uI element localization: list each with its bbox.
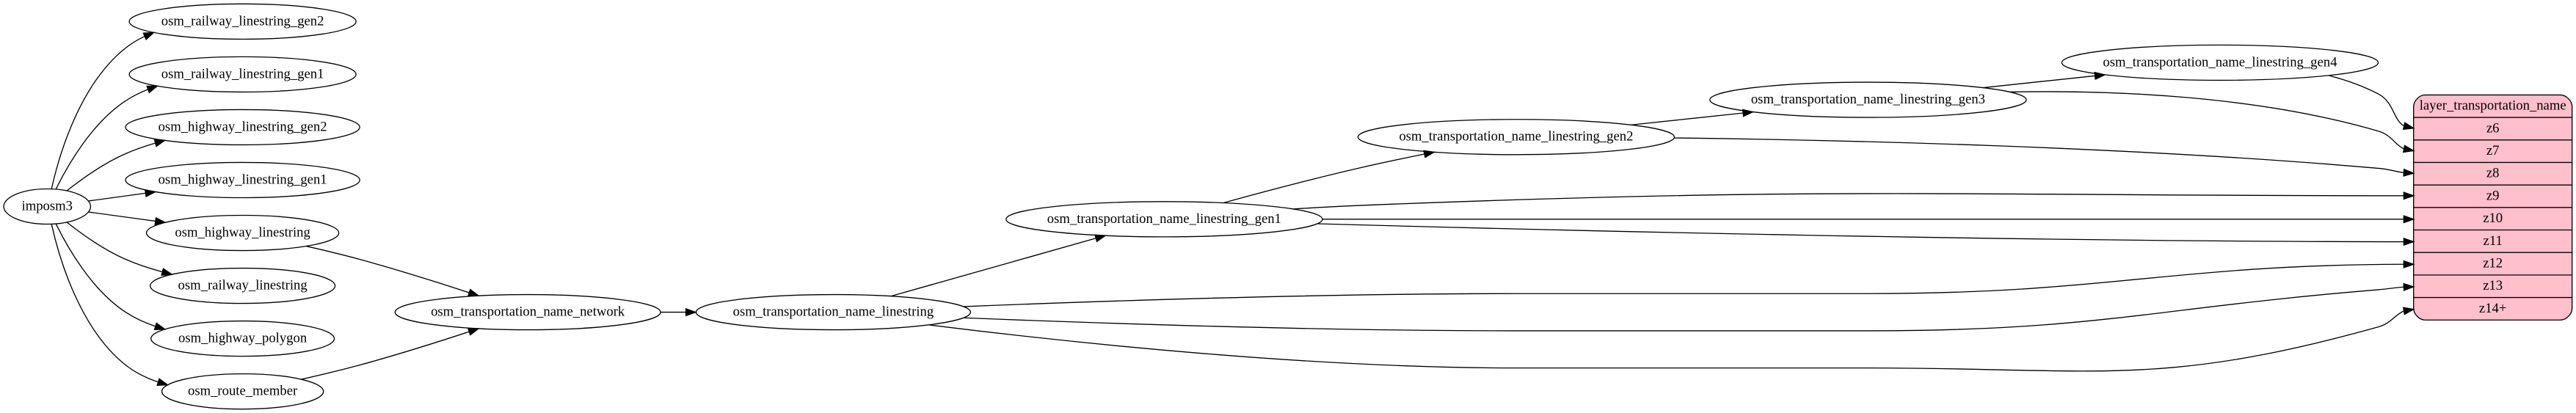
svg-text:imposm3: imposm3	[22, 198, 73, 213]
svg-text:osm_route_member: osm_route_member	[188, 384, 298, 399]
svg-text:layer_transportation_name: layer_transportation_name	[2420, 98, 2566, 114]
svg-text:osm_highway_linestring_gen2: osm_highway_linestring_gen2	[159, 119, 327, 134]
svg-text:z12: z12	[2483, 255, 2503, 271]
svg-text:z9: z9	[2486, 188, 2500, 203]
svg-text:z14+: z14+	[2479, 301, 2506, 316]
svg-text:z13: z13	[2483, 278, 2503, 293]
svg-text:osm_transportation_name_linest: osm_transportation_name_linestring	[733, 304, 934, 320]
svg-text:z11: z11	[2484, 233, 2503, 249]
svg-text:osm_transportation_name_linest: osm_transportation_name_linestring_gen2	[1399, 129, 1633, 145]
svg-text:osm_transportation_name_linest: osm_transportation_name_linestring_gen1	[1047, 211, 1281, 227]
svg-text:osm_railway_linestring_gen1: osm_railway_linestring_gen1	[161, 66, 324, 81]
svg-text:osm_railway_linestring: osm_railway_linestring	[178, 277, 308, 293]
svg-text:osm_highway_linestring: osm_highway_linestring	[175, 224, 310, 240]
svg-text:osm_transportation_name_linest: osm_transportation_name_linestring_gen4	[2103, 54, 2337, 70]
svg-text:osm_transportation_name_linest: osm_transportation_name_linestring_gen3	[1751, 92, 1985, 107]
svg-text:osm_highway_linestring_gen1: osm_highway_linestring_gen1	[159, 172, 327, 187]
svg-text:z8: z8	[2486, 166, 2500, 181]
svg-text:osm_transportation_name_networ: osm_transportation_name_network	[431, 304, 625, 320]
svg-text:osm_highway_polygon: osm_highway_polygon	[178, 331, 308, 346]
svg-text:z7: z7	[2486, 143, 2500, 158]
svg-text:z6: z6	[2486, 120, 2500, 136]
svg-text:z10: z10	[2483, 211, 2503, 226]
svg-text:osm_railway_linestring_gen2: osm_railway_linestring_gen2	[161, 13, 324, 29]
